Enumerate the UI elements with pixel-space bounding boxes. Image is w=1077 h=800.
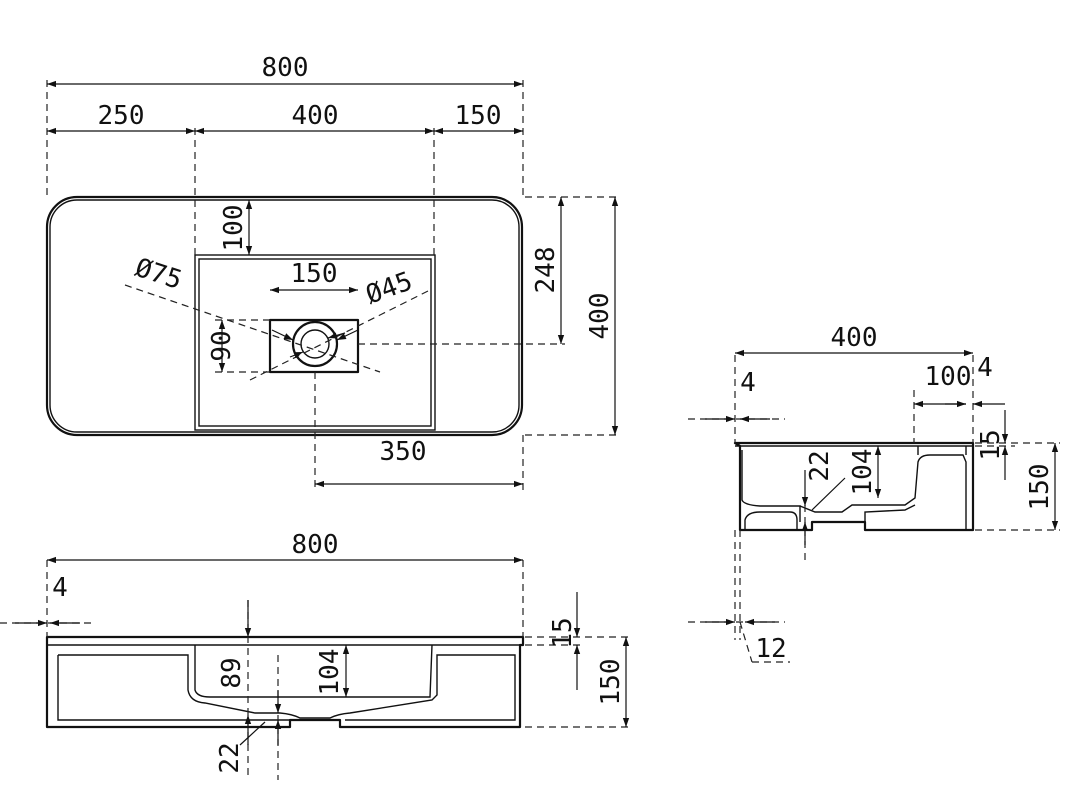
dim-250-label: 250: [98, 101, 145, 131]
dim-drain-150-label: 150: [291, 259, 338, 289]
dim-front-15-label: 15: [548, 617, 578, 648]
dim-front-22-label: 22: [215, 742, 245, 773]
dim-350-label: 350: [380, 437, 427, 467]
dim-side-100-label: 100: [925, 362, 972, 392]
dim-side-4-right-label: 4: [977, 353, 993, 383]
dim-side-150-label: 150: [1025, 464, 1055, 511]
dim-248-label: 248: [531, 247, 561, 294]
front-view-inner: [57, 654, 516, 721]
dim-150-label: 150: [455, 101, 502, 131]
dim-front-4-label: 4: [52, 573, 68, 603]
dim-90-label: 90: [207, 330, 237, 361]
dim-front-150-label: 150: [596, 659, 626, 706]
dim-side-22-label: 22: [805, 450, 835, 481]
front-view: 800 4 15 150 89 104 22: [0, 530, 630, 780]
dim-front-800-label: 800: [292, 530, 339, 560]
front-view-outline: [45, 635, 525, 729]
side-view-outline: [733, 441, 975, 532]
dim-side-12-label: 12: [755, 634, 786, 664]
top-view-inner-outline: [49, 199, 520, 433]
waste-inner: [300, 329, 330, 359]
top-view-outer-outline: [45, 195, 524, 437]
dim-side-15-label: 15: [976, 429, 1006, 460]
waste-outer: [291, 320, 339, 368]
dim-dia45-label: Ø45: [362, 266, 416, 310]
drain-box: [268, 318, 360, 374]
dim-100-label: 100: [219, 205, 249, 252]
top-view-bowl: [194, 254, 436, 431]
top-view: 800 250 400 150 100 248 400 150 90 Ø75 Ø…: [45, 53, 620, 490]
dim-400-label: 400: [292, 101, 339, 131]
side-view: 400 4 100 4 15 150 104 22 12: [688, 323, 1060, 664]
dim-side-104-label: 104: [848, 449, 878, 496]
dim-front-89-label: 89: [217, 657, 247, 688]
side-view-inner: [741, 450, 801, 530]
dim-800-label: 800: [262, 53, 309, 83]
dim-front-104-label: 104: [315, 649, 345, 696]
dim-400-depth-label: 400: [585, 293, 615, 340]
dim-side-4-left-label: 4: [740, 368, 756, 398]
dim-side-400-label: 400: [831, 323, 878, 353]
